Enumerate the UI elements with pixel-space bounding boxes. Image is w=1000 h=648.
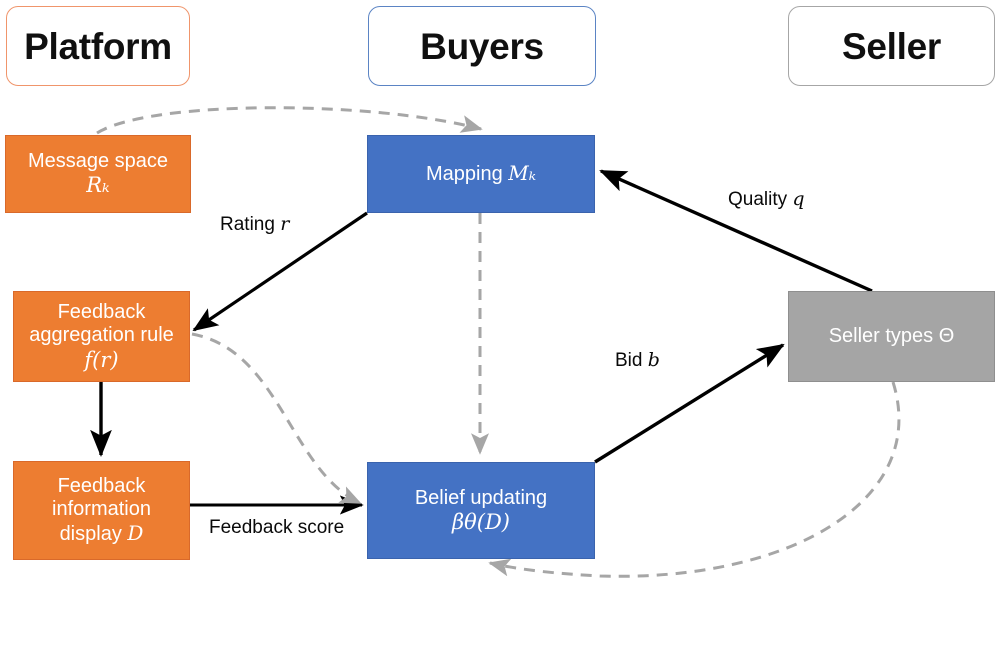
node-feedback-information-display: Feedback information display D <box>13 461 190 560</box>
node-feedback-information-display-line2: information <box>52 498 151 521</box>
column-header-platform: Platform <box>6 6 190 86</box>
node-belief-updating-line1: Belief updating <box>414 486 548 509</box>
column-header-seller-label: Seller <box>842 25 941 67</box>
column-header-buyers-label: Buyers <box>420 25 544 67</box>
edge-label-quality: Quality q <box>728 188 805 210</box>
edge-aggregate-to-belief <box>191 332 362 505</box>
edge-label-feedback-score: Feedback score <box>209 517 345 538</box>
node-belief-updating-symbol: βθ(D) <box>451 509 510 534</box>
node-feedback-aggregation-rule-line2: aggregation rule <box>29 324 174 347</box>
edge-message-to-mapping <box>96 106 483 135</box>
node-seller-types: Seller types Θ <box>788 291 995 382</box>
node-message-space-line1: Message space <box>27 150 169 173</box>
node-message-space-symbol: Rₖ <box>86 173 110 198</box>
node-mapping-label: Mapping Mₖ <box>425 160 537 185</box>
node-feedback-information-display-line3: display D <box>59 520 144 545</box>
edge-seller-to-belief <box>488 381 901 578</box>
edge-label-rating: Rating r <box>220 213 290 235</box>
node-belief-updating: Belief updating βθ(D) <box>367 462 595 559</box>
edge-bid <box>594 343 785 464</box>
node-message-space: Message space Rₖ <box>5 135 191 213</box>
node-feedback-aggregation-rule-line1: Feedback <box>57 300 146 323</box>
edge-quality <box>599 169 873 293</box>
node-feedback-information-display-line1: Feedback <box>57 474 146 497</box>
column-header-buyers: Buyers <box>368 6 596 86</box>
node-mapping: Mapping Mₖ <box>367 135 595 213</box>
edge-rating <box>192 211 368 332</box>
node-seller-types-label: Seller types Θ <box>828 324 955 347</box>
column-header-seller: Seller <box>788 6 995 86</box>
node-feedback-aggregation-rule: Feedback aggregation rule f(r) <box>13 291 190 382</box>
node-feedback-aggregation-rule-symbol: f(r) <box>84 347 119 372</box>
column-header-platform-label: Platform <box>24 25 172 67</box>
edge-label-bid: Bid b <box>615 349 660 371</box>
